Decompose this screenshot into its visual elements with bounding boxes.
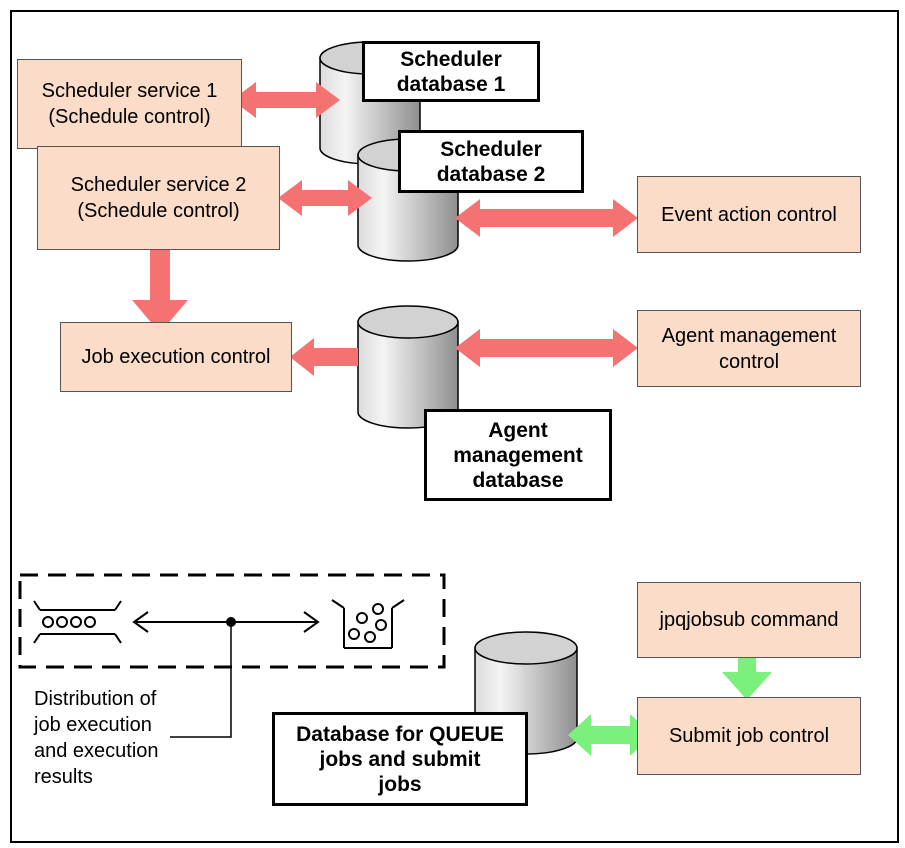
- node-submit-job-control: Submit job control: [637, 697, 861, 775]
- node-job-execution-control: Job execution control: [60, 322, 292, 392]
- node-agent-management-control: Agent management control: [637, 310, 861, 387]
- cylinder-agent-management-db: [357, 305, 459, 429]
- node-scheduler-service-1: Scheduler service 1 (Schedule control): [17, 59, 242, 149]
- node-event-action-control: Event action control: [637, 176, 861, 253]
- arrow-command-submit: [722, 656, 772, 700]
- arrow-agentdb-job-execution: [290, 338, 358, 376]
- node-scheduler-service-2: Scheduler service 2 (Schedule control): [37, 146, 280, 250]
- node-jpqjobsub-command: jpqjobsub command: [637, 582, 861, 658]
- arrow-queuedb-submit: [568, 714, 653, 756]
- diagram-frame: [10, 10, 899, 843]
- queue-tray-icon: [33, 600, 122, 644]
- label-agent-management-database: Agent management database: [424, 409, 612, 501]
- arrow-service1-db1: [232, 82, 340, 118]
- legend-caption: Distribution of job execution and execut…: [34, 688, 159, 788]
- legend-leader-line: [170, 622, 232, 738]
- label-queue-database: Database for QUEUE jobs and submit jobs: [272, 712, 528, 806]
- legend-box: [18, 573, 446, 669]
- arrow-service2-job-execution: [132, 242, 188, 333]
- arrow-db2-event-action: [455, 199, 638, 237]
- label-scheduler-database-2: Scheduler database 2: [398, 130, 584, 193]
- label-scheduler-database-1: Scheduler database 1: [362, 41, 540, 102]
- arrow-service2-db2: [278, 180, 372, 216]
- arrow-agentdb-agent-control: [455, 329, 638, 367]
- result-bucket-icon: [331, 599, 405, 649]
